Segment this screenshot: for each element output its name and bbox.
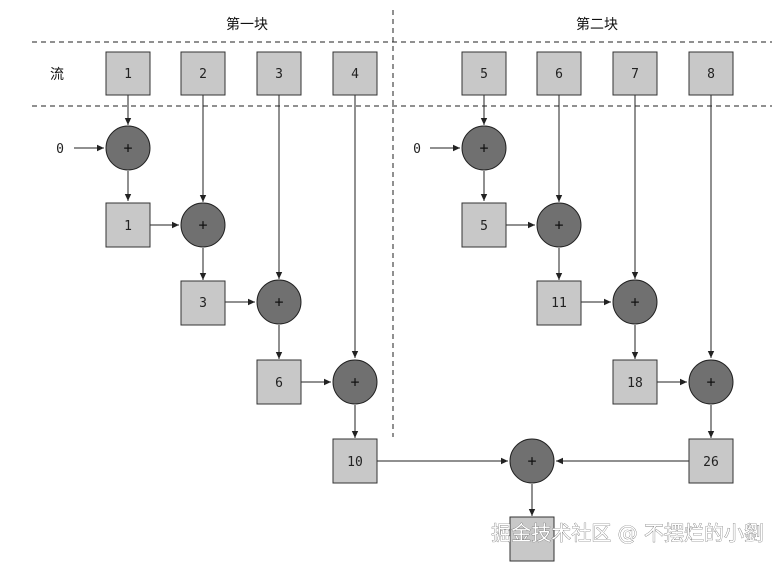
- final-output-box: [509, 516, 555, 562]
- plus-sign: +: [198, 216, 207, 234]
- block1-header: 第一块: [226, 16, 268, 32]
- adder-node: [105, 125, 151, 171]
- adder-node: [180, 202, 226, 248]
- partial-box: [332, 438, 378, 484]
- partial-value: 10: [347, 455, 363, 470]
- partial-value: 18: [627, 376, 643, 391]
- adder-node: [332, 359, 378, 405]
- plus-sign: +: [479, 139, 488, 157]
- adder-node: [256, 279, 302, 325]
- adder-node: [461, 125, 507, 171]
- stream-row: 1 2 3 4 5 6 7 8: [105, 51, 734, 96]
- stream-value: 6: [555, 67, 563, 82]
- watermark: 掘金技术社区 @ 不摆烂的小劉: [491, 521, 764, 545]
- partial-value: 5: [480, 219, 488, 234]
- partial-value: 3: [199, 296, 207, 311]
- plus-sign: +: [123, 139, 132, 157]
- plus-sign: +: [350, 373, 359, 391]
- wires: [74, 95, 715, 516]
- stream-box: [536, 51, 582, 96]
- stream-value: 4: [351, 67, 359, 82]
- adder-nodes: + + + + + + + + +: [105, 125, 734, 484]
- partial-box: [461, 202, 507, 248]
- block1-seed: 0: [56, 142, 64, 157]
- stream-label: 流: [50, 66, 64, 82]
- block2-header: 第二块: [576, 16, 618, 32]
- partial-value: 11: [551, 296, 567, 311]
- stream-box: [180, 51, 226, 96]
- plus-sign: +: [706, 373, 715, 391]
- partial-box: [536, 280, 582, 326]
- stream-value: 7: [631, 67, 639, 82]
- stream-value: 5: [480, 67, 488, 82]
- partial-box: [180, 280, 226, 326]
- partial-value: 1: [124, 219, 132, 234]
- adder-node: [688, 359, 734, 405]
- partial-value: 26: [703, 455, 719, 470]
- plus-sign: +: [274, 293, 283, 311]
- block1-partials: 1 3 6 10: [105, 202, 378, 484]
- stream-box: [105, 51, 151, 96]
- plus-sign: +: [527, 452, 536, 470]
- partial-box: [612, 359, 658, 405]
- block2-seed: 0: [413, 142, 421, 157]
- stream-box: [612, 51, 658, 96]
- stream-box: [256, 51, 302, 96]
- stream-box: [461, 51, 507, 96]
- stream-value: 2: [199, 67, 207, 82]
- adder-node: [612, 279, 658, 325]
- block2-partials: 5 11 18 26: [461, 202, 734, 484]
- stream-box: [688, 51, 734, 96]
- combine-adder-node: [509, 438, 555, 484]
- stream-value: 1: [124, 67, 132, 82]
- partial-box: [256, 359, 302, 405]
- plus-sign: +: [554, 216, 563, 234]
- stream-value: 8: [707, 67, 715, 82]
- partial-box: [105, 202, 151, 248]
- partial-box: [688, 438, 734, 484]
- adder-node: [536, 202, 582, 248]
- stream-value: 3: [275, 67, 283, 82]
- stream-box: [332, 51, 378, 96]
- partial-value: 6: [275, 376, 283, 391]
- plus-sign: +: [630, 293, 639, 311]
